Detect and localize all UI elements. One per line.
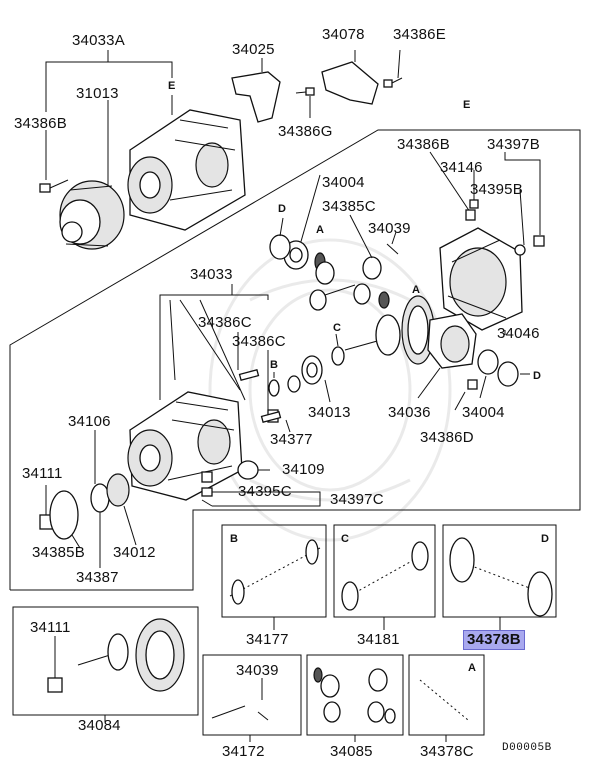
label-34085[interactable]: 34085: [330, 743, 373, 760]
label-34172[interactable]: 34172: [222, 743, 265, 760]
label-31013[interactable]: 31013: [76, 85, 119, 102]
nut-34111-lower: [47, 677, 63, 693]
bolt-34386B: [39, 179, 69, 193]
shim-D: [269, 234, 291, 260]
label-34386E[interactable]: 34386E: [393, 26, 446, 43]
bearing-34004-lower: [477, 349, 499, 375]
pin-34039: [386, 243, 399, 255]
washer-34385B: [49, 490, 79, 540]
mount-34078: [321, 61, 379, 105]
label-34111[interactable]: 34111: [30, 619, 71, 636]
diff-case: [427, 313, 477, 369]
label-34386C[interactable]: 34386C: [232, 333, 286, 350]
gear-set-34085: [313, 667, 396, 724]
tag-box-B: B: [230, 533, 239, 545]
label-34111[interactable]: 34111: [22, 465, 63, 482]
tag-box-D: D: [541, 533, 550, 545]
tag-box-C: C: [341, 533, 350, 545]
label-34397B[interactable]: 34397B: [487, 136, 540, 153]
label-34386B[interactable]: 34386B: [14, 115, 67, 132]
tag-E: E: [168, 80, 176, 92]
tag-A: A: [316, 224, 325, 236]
label-34378C[interactable]: 34378C: [420, 743, 474, 760]
label-34039[interactable]: 34039: [236, 662, 279, 679]
label-34004[interactable]: 34004: [462, 404, 505, 421]
label-34012[interactable]: 34012: [113, 544, 156, 561]
label-34036[interactable]: 34036: [388, 404, 431, 421]
label-34078[interactable]: 34078: [322, 26, 365, 43]
label-34046[interactable]: 34046: [497, 325, 540, 342]
label-34386D[interactable]: 34386D: [420, 429, 474, 446]
seal-34109: [237, 460, 259, 480]
bracket-34025: [231, 71, 281, 123]
label-34386B[interactable]: 34386B: [397, 136, 450, 153]
bolt-34386B-right: [465, 209, 476, 221]
bolt-34386E: [383, 77, 403, 88]
label-34033[interactable]: 34033: [190, 266, 233, 283]
label-34395C[interactable]: 34395C: [238, 483, 292, 500]
box-pin-shaft: [202, 654, 302, 736]
pinion-gear-1: [315, 261, 335, 285]
flange-34012: [106, 473, 130, 507]
tag-box-A: A: [468, 662, 477, 674]
washer-34395B: [514, 244, 526, 256]
bolt-34386D: [467, 379, 478, 390]
ring-34387: [90, 483, 110, 513]
label-34395B[interactable]: 34395B: [470, 181, 523, 198]
shim-C: [331, 346, 345, 366]
housing-34033: [127, 391, 243, 501]
pin-shaft: [324, 284, 356, 296]
label-34084[interactable]: 34084: [78, 717, 121, 734]
label-34397C[interactable]: 34397C: [330, 491, 384, 508]
tag-B: B: [270, 359, 279, 371]
tag-C: C: [333, 322, 342, 334]
tag-E: E: [463, 99, 471, 111]
label-34013[interactable]: 34013: [308, 404, 351, 421]
label-34039[interactable]: 34039: [368, 220, 411, 237]
label-34106[interactable]: 34106: [68, 413, 111, 430]
label-34181[interactable]: 34181: [357, 631, 400, 648]
label-34385B[interactable]: 34385B: [32, 544, 85, 561]
spring-34181: [341, 541, 429, 611]
diagram-id: D00005B: [502, 742, 552, 754]
bolt-34386G: [295, 87, 315, 96]
label-34378B-highlighted[interactable]: 34378B: [463, 630, 525, 650]
label-34387[interactable]: 34387: [76, 569, 119, 586]
label-34004[interactable]: 34004: [322, 174, 365, 191]
spring-34177: [229, 539, 321, 605]
label-34109[interactable]: 34109: [282, 461, 325, 478]
label-34386G[interactable]: 34386G: [278, 123, 333, 140]
nut-34395C: [201, 471, 213, 483]
spring-34378C: [419, 679, 469, 721]
label-34025[interactable]: 34025: [232, 41, 275, 58]
pulley-31013: [59, 180, 125, 250]
plug-34146: [469, 199, 479, 209]
housing-34033A: [127, 109, 246, 231]
leader-34033A: [45, 61, 173, 112]
tag-A: A: [412, 284, 421, 296]
pin-34172: [211, 705, 246, 719]
nut-34397B: [533, 235, 545, 247]
ring-pinion-34084: [47, 618, 185, 693]
label-34385C[interactable]: 34385C: [322, 198, 376, 215]
washer-B: [268, 379, 280, 397]
label-34033A[interactable]: 34033A: [72, 32, 125, 49]
label-34377[interactable]: 34377: [270, 431, 313, 448]
pinion-gear-2: [362, 256, 382, 280]
tag-D: D: [278, 203, 287, 215]
cover-34046: [439, 227, 523, 331]
label-34146[interactable]: 34146: [440, 159, 483, 176]
label-34386C[interactable]: 34386C: [198, 314, 252, 331]
assembly-outline: [9, 129, 581, 591]
label-34177[interactable]: 34177: [246, 631, 289, 648]
ring-gear-34036: [401, 295, 435, 365]
tag-D: D: [533, 370, 542, 382]
spring-34378B: [449, 537, 553, 617]
